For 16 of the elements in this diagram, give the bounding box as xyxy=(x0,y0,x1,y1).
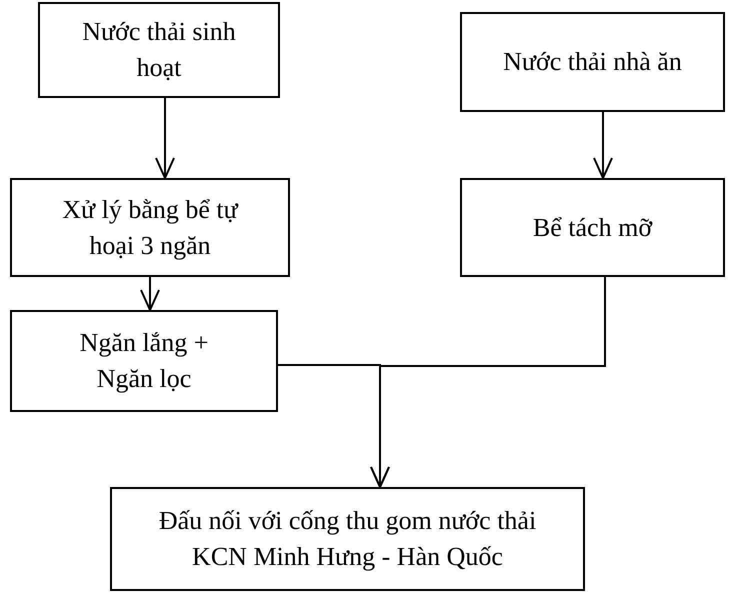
box-text: Bể tách mỡ xyxy=(532,212,652,244)
process-box xyxy=(110,487,585,591)
box-text: Nước thải sinh hoạt xyxy=(81,16,237,84)
arrow xyxy=(140,277,160,311)
process-box xyxy=(460,12,725,112)
arrow xyxy=(370,277,606,488)
box-text: Đấu nối với cống thu gom nước thải KCN Minh Hưng - Hàn Quốc xyxy=(158,505,538,573)
process-box xyxy=(460,178,725,277)
process-box xyxy=(38,2,280,98)
arrow xyxy=(155,98,175,179)
process-box xyxy=(10,310,278,412)
box-text: Ngăn lắng + Ngăn lọc xyxy=(78,327,210,395)
process-box xyxy=(10,178,290,277)
box-text: Nước thải nhà ăn xyxy=(503,46,682,78)
box-text: Xử lý bằng bể tự hoại 3 ngăn xyxy=(61,194,240,262)
arrow xyxy=(593,112,613,179)
